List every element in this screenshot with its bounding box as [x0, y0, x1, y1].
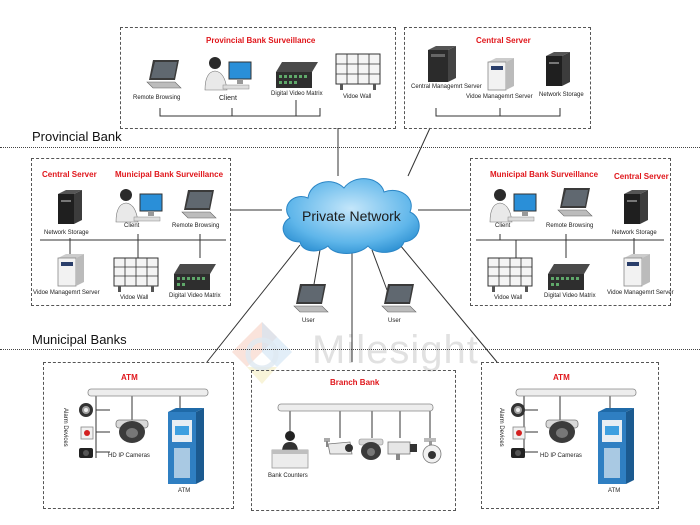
server-tower-icon[interactable]	[428, 46, 456, 87]
municipal-divider	[0, 349, 700, 350]
branch-bank-box	[251, 370, 456, 511]
alarm-sensor-icon[interactable]	[510, 446, 528, 465]
user-label-b: User	[388, 318, 401, 324]
dome-camera-icon[interactable]	[358, 438, 384, 467]
right-central-server-title: Central Server	[614, 172, 669, 181]
client-workstation-icon[interactable]	[488, 188, 538, 229]
atm-right-box	[481, 362, 659, 509]
alarm-siren-icon[interactable]	[510, 402, 528, 423]
alarm-sensor-icon[interactable]	[78, 446, 96, 465]
laptop-icon[interactable]	[380, 282, 418, 321]
ptz-camera-icon[interactable]	[420, 436, 444, 469]
branch-bank-title: Branch Bank	[330, 378, 380, 387]
left-municipal-box	[31, 158, 231, 306]
atm-left-box	[43, 362, 234, 509]
atm-label-left: ATM	[178, 488, 191, 494]
atm-label-right: ATM	[608, 488, 621, 494]
digital-video-matrix-label: Digital Video Matrix	[271, 91, 323, 97]
left-municipal-surveillance-title: Municipal Bank Surveillance	[115, 170, 224, 179]
network-storage-icon[interactable]	[546, 52, 570, 91]
user-label-a: User	[302, 318, 315, 324]
private-network-cloud-icon	[276, 172, 424, 261]
bullet-camera-icon[interactable]	[322, 436, 356, 465]
left-video-wall-label: Vidoe Wall	[120, 295, 149, 301]
dome-camera-icon[interactable]	[544, 418, 580, 451]
alarm-button-icon[interactable]	[80, 426, 94, 445]
video-wall-icon[interactable]	[113, 257, 159, 297]
client-workstation-icon[interactable]	[114, 188, 164, 229]
digital-video-matrix-icon[interactable]	[174, 262, 216, 297]
left-remote-browsing-label: Remote Browsing	[172, 223, 220, 229]
hd-ip-cameras-label: HD IP Cameras	[540, 453, 582, 459]
left-central-server-title: Central Server	[42, 170, 97, 179]
video-wall-icon[interactable]	[335, 53, 381, 95]
server-tower-icon[interactable]	[487, 58, 514, 95]
bank-counter-icon[interactable]	[270, 430, 310, 475]
right-video-management-server-label: Vidoe Managemrt Server	[607, 290, 674, 296]
server-tower-icon[interactable]	[623, 254, 650, 291]
client-label: Client	[219, 95, 237, 102]
provincial-central-server-box	[404, 27, 591, 129]
right-municipal-box	[470, 158, 671, 306]
left-video-management-server-label: Vidoe Managemrt Server	[33, 290, 100, 296]
digital-video-matrix-icon[interactable]	[276, 60, 318, 95]
client-workstation-icon[interactable]	[203, 56, 253, 97]
alarm-devices-label: Alarm Devices	[498, 408, 504, 447]
atm-left-title: ATM	[121, 373, 138, 382]
left-digital-video-matrix-label: Digital Video Matrix	[169, 293, 221, 299]
server-tower-icon[interactable]	[57, 254, 84, 291]
provincial-central-server-title: Central Server	[476, 36, 531, 45]
bank-counters-label: Bank Counters	[268, 473, 308, 479]
alarm-devices-label: Alarm Devices	[62, 408, 68, 447]
watermark-logo	[222, 312, 312, 397]
provincial-surveillance-box	[120, 27, 396, 129]
dome-camera-icon[interactable]	[114, 418, 150, 451]
right-remote-browsing-label: Remote Browsing	[546, 223, 594, 229]
provincial-divider	[0, 147, 700, 148]
alarm-siren-icon[interactable]	[78, 402, 96, 423]
network-storage-icon[interactable]	[58, 190, 82, 229]
network-storage-label: Network Storage	[539, 92, 584, 98]
hd-ip-cameras-label: HD IP Cameras	[108, 453, 150, 459]
atm-machine-icon[interactable]	[598, 408, 634, 489]
atm-right-title: ATM	[553, 373, 570, 382]
laptop-icon[interactable]	[180, 188, 218, 227]
atm-machine-icon[interactable]	[168, 408, 204, 489]
right-video-wall-label: Vidoe Wall	[494, 295, 523, 301]
left-network-storage-label: Network Storage	[44, 230, 89, 236]
right-digital-video-matrix-label: Digital Video Matrix	[544, 293, 596, 299]
alarm-button-icon[interactable]	[512, 426, 526, 445]
private-network-label: Private Network	[302, 208, 401, 224]
section-provincial-bank: Provincial Bank	[32, 129, 122, 144]
laptop-icon[interactable]	[292, 282, 330, 321]
central-management-server-label: Central Managemrt Server	[411, 84, 482, 90]
left-client-label: Client	[124, 223, 140, 229]
laptop-icon[interactable]	[556, 186, 594, 225]
video-wall-label: Vidoe Wall	[343, 94, 372, 100]
watermark-text: Milesight	[312, 328, 479, 372]
provincial-surveillance-title: Provincial Bank Surveillance	[206, 36, 316, 45]
right-network-storage-label: Network Storage	[612, 230, 657, 236]
section-municipal-banks: Municipal Banks	[32, 332, 127, 347]
laptop-icon[interactable]	[145, 58, 183, 97]
video-wall-icon[interactable]	[487, 257, 533, 297]
digital-video-matrix-icon[interactable]	[548, 262, 590, 297]
right-municipal-surveillance-title: Municipal Bank Surveillance	[490, 170, 599, 179]
box-camera-icon[interactable]	[386, 440, 418, 467]
network-storage-icon[interactable]	[624, 190, 648, 229]
remote-browsing-label: Remote Browsing	[133, 95, 181, 101]
right-client-label: Client	[495, 223, 511, 229]
video-management-server-label: Vidoe Managemrt Server	[466, 94, 533, 100]
